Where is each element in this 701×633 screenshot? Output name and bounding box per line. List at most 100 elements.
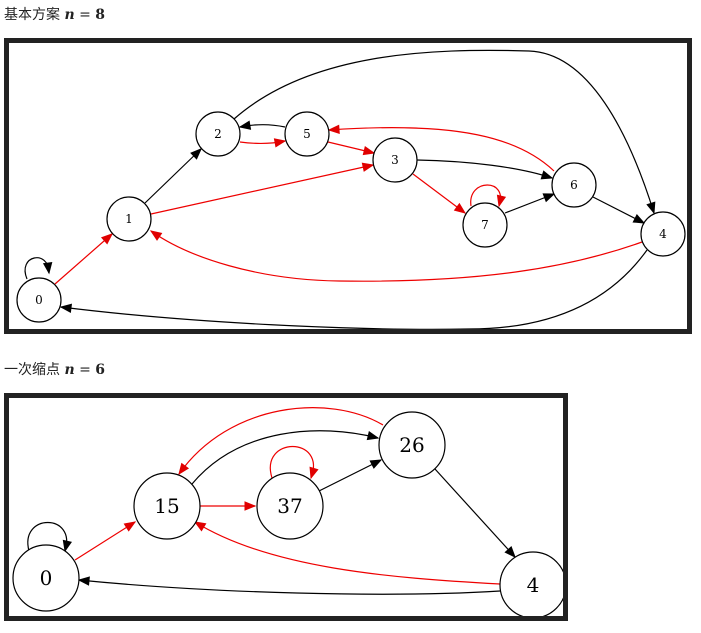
node-0-circle	[12, 544, 80, 612]
edge-37-to-37	[269, 446, 314, 479]
arrowhead	[309, 466, 319, 480]
arrowhead	[496, 194, 507, 208]
node-0-label: 0	[40, 566, 53, 590]
arrowhead	[62, 539, 72, 553]
graph1-caption-text: 基本方案	[4, 7, 65, 23]
arrowhead	[100, 233, 114, 245]
node-6-label: 6	[570, 178, 578, 192]
edge-15-to-26	[191, 430, 379, 485]
node-15: 15	[133, 472, 201, 540]
node-37-circle	[256, 472, 324, 540]
node-0-label: 0	[35, 293, 43, 307]
graph2-caption-var: n	[64, 362, 75, 378]
arrowhead	[123, 521, 137, 532]
arrowhead	[42, 261, 53, 275]
arrowhead	[190, 148, 202, 160]
node-4-label: 4	[659, 227, 667, 241]
node-3-circle	[372, 137, 418, 183]
node-1-circle	[106, 196, 152, 242]
arrowhead	[366, 430, 380, 441]
edge-26-to-4	[434, 468, 516, 558]
graph2-caption-num: 6	[95, 362, 106, 378]
edge-layer	[24, 49, 656, 329]
edge-0-to-15	[74, 521, 136, 561]
edge-26-to-15	[178, 407, 384, 475]
edge-0-to-0	[27, 521, 68, 552]
graph2-caption-text: 一次缩点	[4, 362, 65, 378]
node-4-circle	[499, 551, 563, 616]
node-layer: 0 15 37 26 4	[12, 411, 563, 616]
graph1-caption-var: n	[64, 7, 75, 23]
arrowhead	[273, 138, 287, 148]
arrowhead	[542, 193, 556, 203]
node-15-circle	[133, 472, 201, 540]
arrowhead	[59, 303, 73, 313]
arrowhead	[238, 120, 252, 130]
edge-4-to-0	[60, 249, 648, 329]
graph1-caption-num: 8	[95, 7, 106, 23]
edge-0-to-0	[24, 257, 50, 280]
graph1-frame: 0 1 2 5 3 7 6 4	[4, 38, 692, 334]
edge-2-to-4	[233, 49, 655, 214]
graph2-canvas: 0 15 37 26 4	[12, 407, 563, 616]
node-layer: 0 1 2 5 3 7 6 4	[16, 111, 686, 323]
graph1-caption: 基本方案 n = 8	[4, 4, 105, 24]
edge-1-to-3	[150, 164, 374, 215]
arrowhead	[193, 521, 207, 532]
arrowhead	[369, 459, 383, 469]
node-5-circle	[284, 111, 330, 157]
graph2-frame: 0 15 37 26 4	[4, 393, 568, 621]
node-15-label: 15	[154, 494, 179, 518]
node-1-label: 1	[125, 212, 133, 226]
node-2-circle	[195, 111, 241, 157]
arrowhead	[504, 546, 516, 558]
edge-4-to-0	[78, 579, 501, 595]
graph1-caption-eq: =	[74, 7, 96, 23]
node-0: 0	[12, 544, 80, 612]
arrowhead	[646, 201, 656, 215]
node-2: 2	[195, 111, 241, 157]
edge-layer	[27, 407, 516, 595]
edge-4-to-15	[194, 521, 501, 585]
edge-1-to-2	[144, 148, 202, 204]
node-26: 26	[378, 411, 446, 479]
node-7-circle	[462, 202, 508, 248]
graph2-caption: 一次缩点 n = 6	[4, 359, 105, 379]
node-0-circle	[16, 277, 62, 323]
arrowhead	[77, 576, 90, 586]
node-3: 3	[372, 137, 418, 183]
edge-3-to-7	[412, 173, 466, 214]
arrowhead	[244, 501, 257, 511]
arrowhead	[178, 462, 190, 476]
node-1: 1	[106, 196, 152, 242]
node-7-label: 7	[481, 218, 489, 232]
arrowhead	[540, 170, 554, 180]
arrowhead	[361, 162, 375, 172]
node-4-circle	[640, 211, 686, 257]
node-3-label: 3	[391, 153, 399, 167]
node-26-circle	[378, 411, 446, 479]
edge-6-to-5	[328, 127, 555, 172]
arrowhead	[327, 124, 340, 135]
arrowhead	[453, 202, 467, 214]
edge-3-to-6	[416, 159, 553, 179]
node-37-label: 37	[277, 494, 302, 518]
node-4: 4	[640, 211, 686, 257]
node-5: 5	[284, 111, 330, 157]
node-4: 4	[499, 551, 563, 616]
arrowhead	[362, 145, 376, 156]
edge-0-to-1	[54, 233, 113, 285]
edge-4-to-1	[150, 230, 643, 282]
node-26-label: 26	[399, 433, 424, 457]
graph1-canvas: 0 1 2 5 3 7 6 4	[16, 49, 686, 329]
node-6-circle	[551, 162, 597, 208]
node-4-label: 4	[527, 573, 540, 597]
node-2-label: 2	[214, 127, 222, 141]
graph2-caption-eq: =	[74, 362, 96, 378]
edge-37-to-26	[318, 459, 382, 492]
node-5-label: 5	[303, 127, 311, 141]
node-0: 0	[16, 277, 62, 323]
arrowhead	[149, 230, 163, 241]
arrowhead	[632, 214, 646, 224]
node-7: 7	[462, 202, 508, 248]
